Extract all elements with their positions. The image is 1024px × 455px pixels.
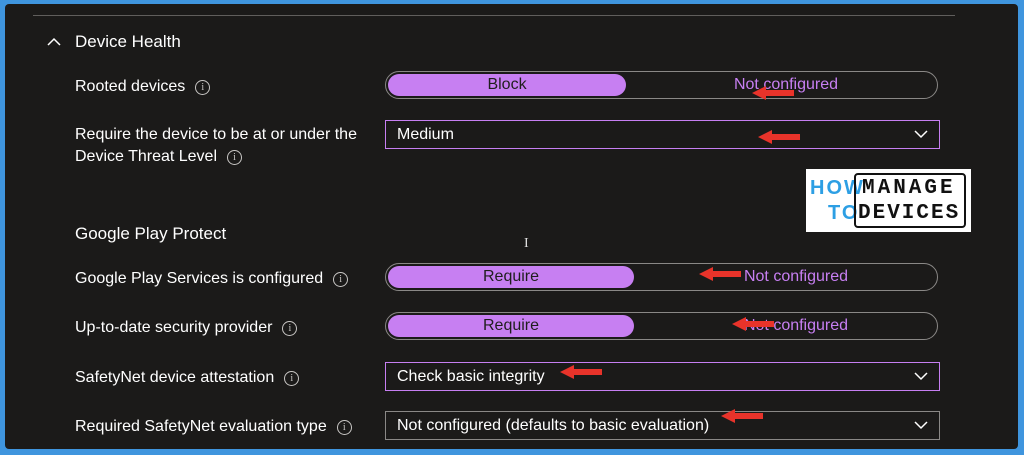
red-arrow-icon bbox=[560, 365, 602, 379]
red-arrow-icon bbox=[721, 409, 763, 423]
chevron-up-icon bbox=[47, 37, 61, 46]
info-icon[interactable]: i bbox=[284, 370, 300, 386]
threat-level-line2: Device Threat Level i bbox=[75, 146, 242, 168]
info-icon[interactable]: i bbox=[333, 271, 349, 287]
logo-to: TO bbox=[828, 202, 860, 224]
rooted-block-option[interactable]: Block bbox=[388, 74, 626, 96]
eval-type-dropdown[interactable]: Not configured (defaults to basic evalua… bbox=[385, 411, 940, 440]
google-play-protect-heading: Google Play Protect bbox=[75, 224, 227, 243]
eval-type-value: Not configured (defaults to basic evalua… bbox=[397, 417, 710, 434]
howtomanagedevices-logo: HOW TO MANAGE DEVICES bbox=[806, 169, 971, 232]
logo-how: HOW bbox=[810, 177, 865, 199]
threat-level-label: Require the device to be at or under the… bbox=[75, 124, 357, 168]
threat-level-text-line1: Require the device to be at or under the bbox=[75, 126, 357, 143]
chevron-down-icon bbox=[914, 130, 928, 139]
rooted-devices-text: Rooted devices bbox=[75, 78, 186, 95]
red-arrow-icon bbox=[699, 267, 741, 281]
rooted-devices-toggle[interactable]: Block Not configured bbox=[385, 71, 938, 99]
rooted-not-configured-option[interactable]: Not configured bbox=[733, 76, 839, 93]
info-icon[interactable]: i bbox=[227, 149, 242, 165]
rooted-devices-label: Rooted devices i bbox=[75, 76, 211, 98]
gps-require-option[interactable]: Require bbox=[388, 266, 634, 288]
security-provider-text: Up-to-date security provider bbox=[75, 319, 273, 336]
attestation-value: Check basic integrity bbox=[397, 368, 545, 385]
threat-level-dropdown[interactable]: Medium bbox=[385, 120, 940, 149]
divider bbox=[33, 15, 955, 16]
threat-level-text-line2: Device Threat Level bbox=[75, 148, 217, 165]
security-provider-label: Up-to-date security provider i bbox=[75, 317, 298, 339]
eval-type-label: Required SafetyNet evaluation type i bbox=[75, 416, 352, 438]
text-cursor-icon: I bbox=[524, 236, 529, 251]
chevron-down-icon bbox=[914, 421, 928, 430]
red-arrow-icon bbox=[752, 86, 794, 100]
gps-not-configured-option[interactable]: Not configured bbox=[743, 268, 849, 285]
device-health-section-toggle[interactable]: Device Health bbox=[45, 28, 181, 56]
threat-level-value: Medium bbox=[397, 126, 454, 143]
attestation-dropdown[interactable]: Check basic integrity bbox=[385, 362, 940, 391]
gps-toggle[interactable]: Require Not configured bbox=[385, 263, 938, 291]
logo-manage: MANAGE bbox=[862, 177, 956, 200]
attestation-text: SafetyNet device attestation bbox=[75, 369, 275, 386]
logo-devices: DEVICES bbox=[858, 202, 961, 225]
gps-label: Google Play Services is configured i bbox=[75, 268, 349, 290]
attestation-label: SafetyNet device attestation i bbox=[75, 367, 300, 389]
settings-panel: Device Health Rooted devices i Block Not… bbox=[5, 4, 1018, 449]
info-icon[interactable]: i bbox=[195, 79, 211, 95]
section-title: Device Health bbox=[75, 32, 181, 51]
chevron-down-icon bbox=[914, 372, 928, 381]
security-provider-toggle[interactable]: Require Not configured bbox=[385, 312, 938, 340]
info-icon[interactable]: i bbox=[282, 320, 298, 336]
info-icon[interactable]: i bbox=[336, 419, 352, 435]
red-arrow-icon bbox=[732, 317, 774, 331]
security-provider-not-configured-option[interactable]: Not configured bbox=[743, 317, 849, 334]
logo-box bbox=[854, 173, 966, 228]
security-provider-require-option[interactable]: Require bbox=[388, 315, 634, 337]
gps-text: Google Play Services is configured bbox=[75, 270, 324, 287]
red-arrow-icon bbox=[758, 130, 800, 144]
eval-type-text: Required SafetyNet evaluation type bbox=[75, 418, 327, 435]
